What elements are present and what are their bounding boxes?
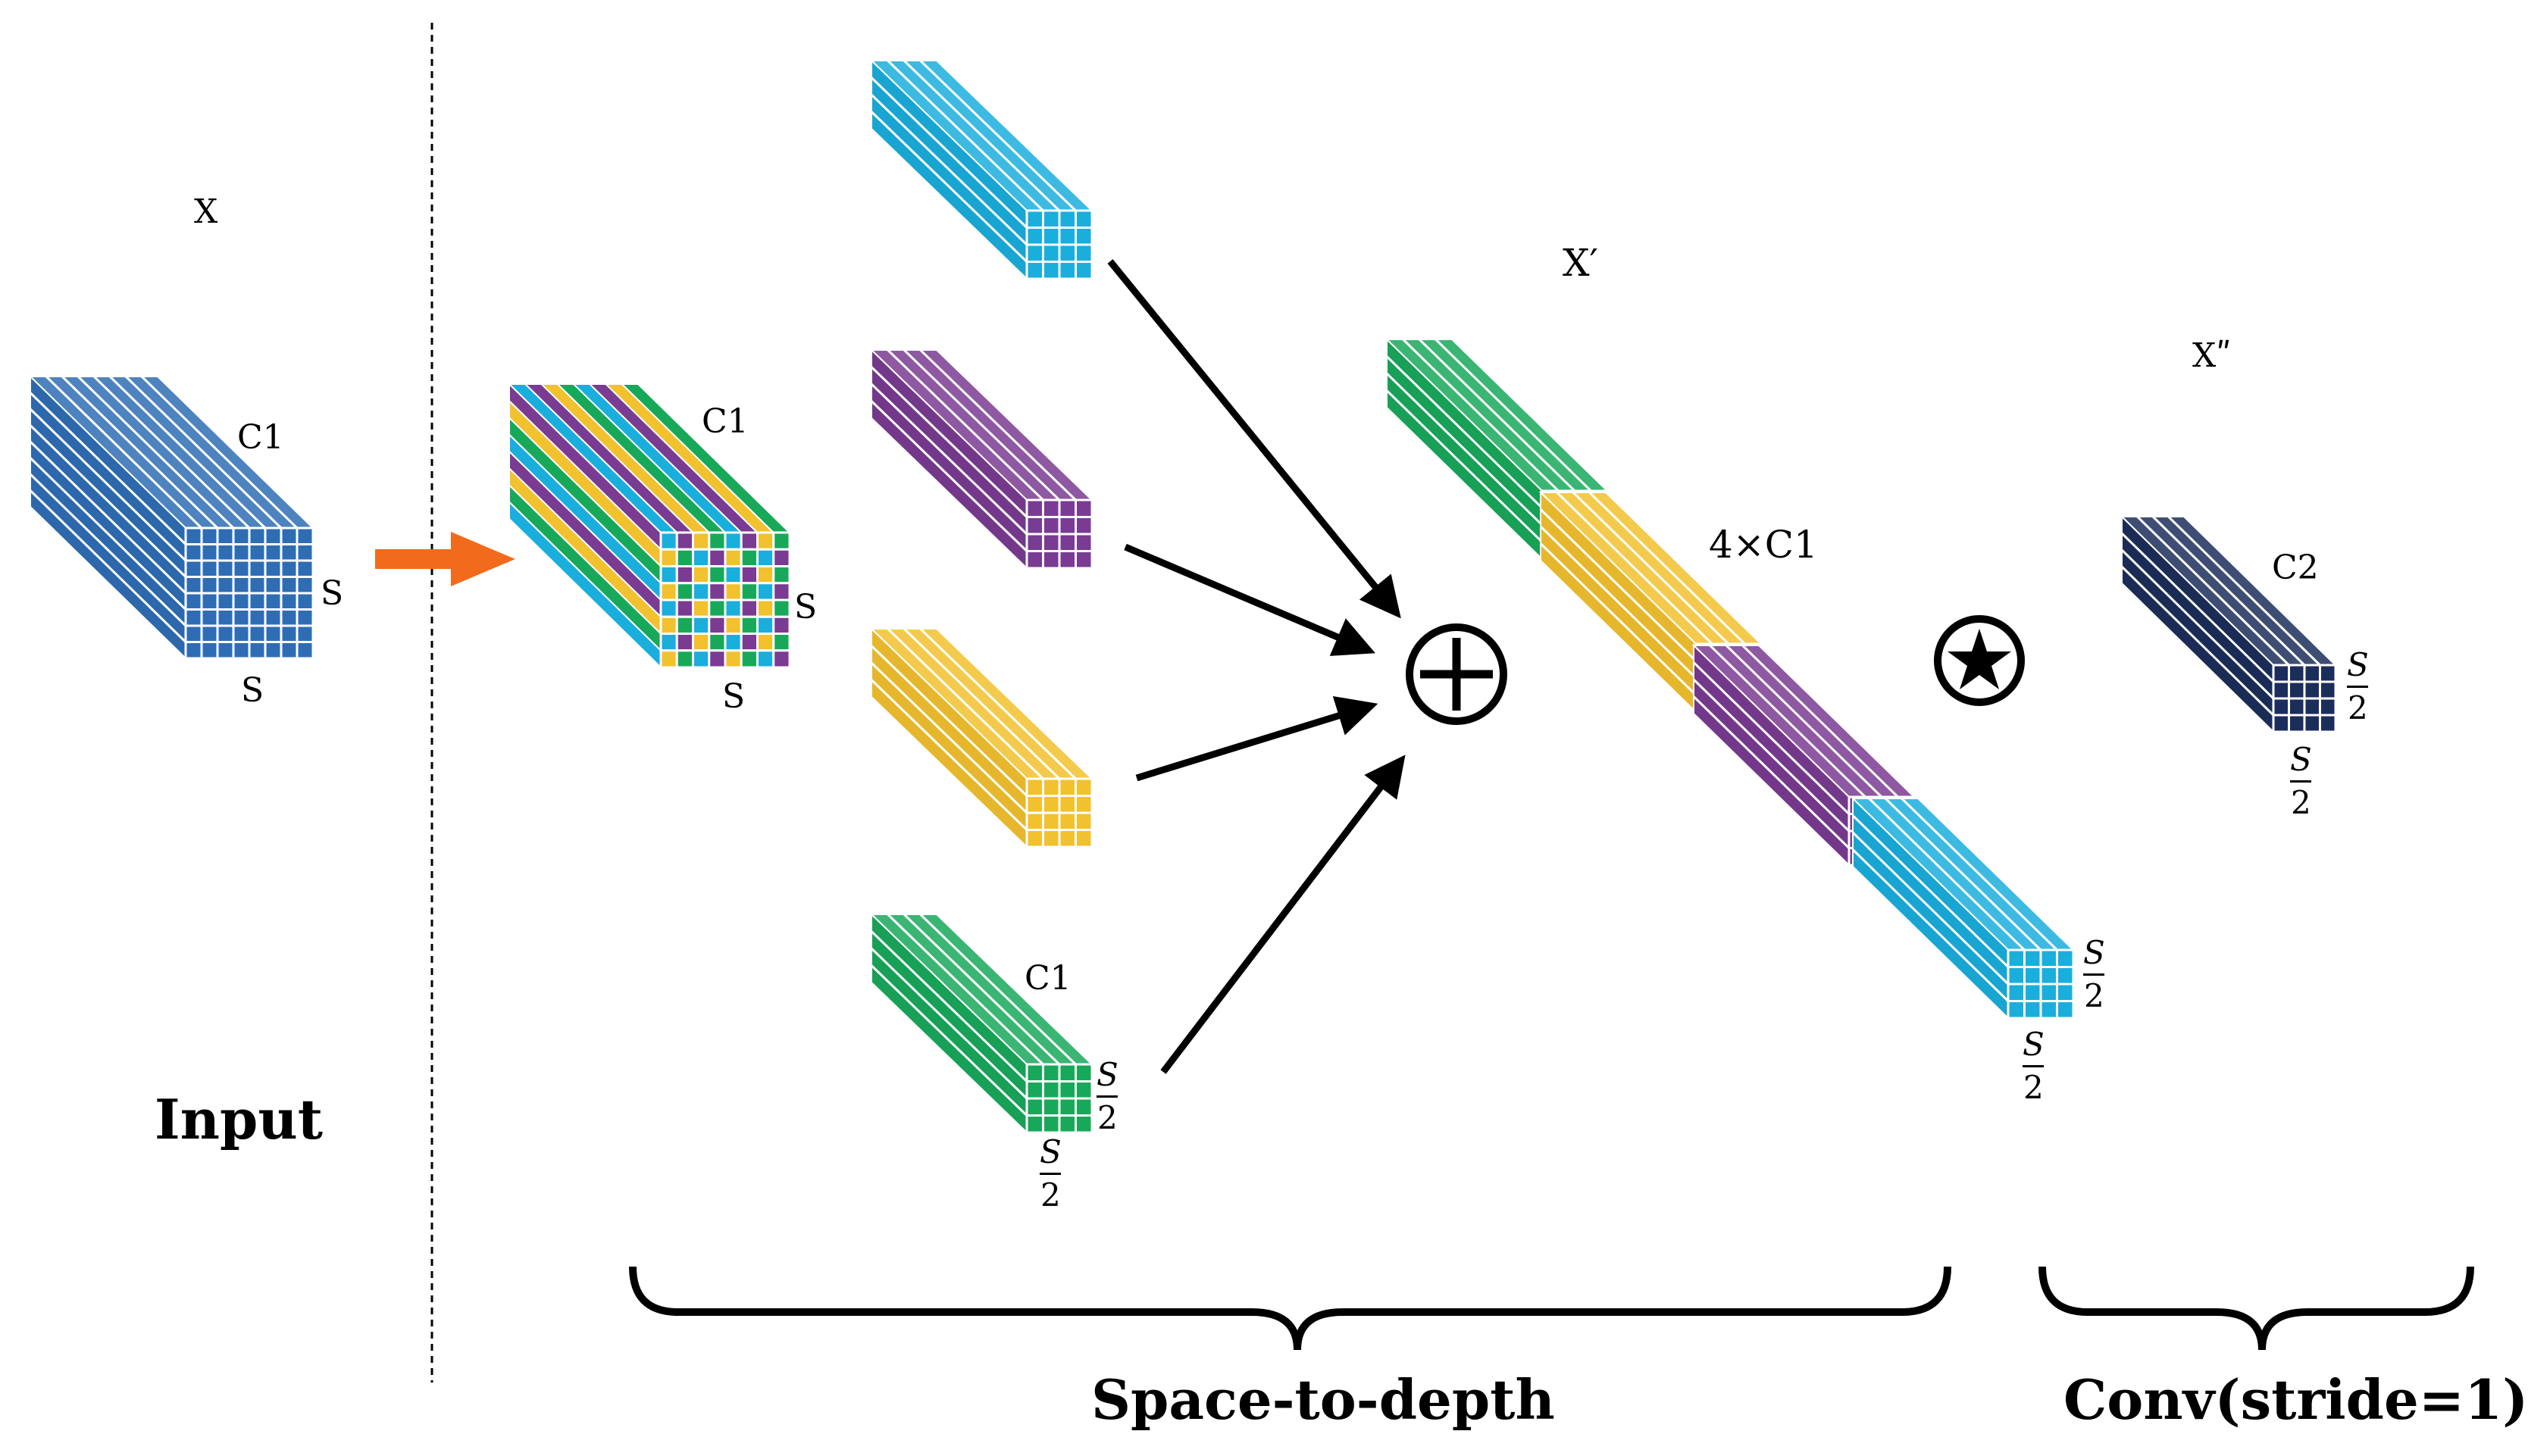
cyan-subtensor xyxy=(869,58,1094,281)
x-double-prime-label: Xʺ xyxy=(2192,336,2232,375)
mosaic-cuboid xyxy=(507,382,792,670)
arrow-yellow-to-concat xyxy=(1135,695,1378,782)
x-prime-label: X′ xyxy=(1563,241,1598,285)
input-s-bottom-label: S xyxy=(241,671,264,710)
yellow-subtensor xyxy=(869,626,1094,849)
output-cuboid xyxy=(2120,514,2338,734)
brace-conv xyxy=(2038,1266,2474,1351)
arrow-green-to-concat xyxy=(1160,755,1406,1074)
input-s-side-label: S xyxy=(321,574,344,613)
space-to-depth-title: Space-to-depth xyxy=(1091,1367,1555,1432)
x-label: X xyxy=(194,192,218,231)
input-title: Input xyxy=(155,1087,323,1151)
orange-arrow xyxy=(375,532,515,586)
concat-block-green xyxy=(1384,337,1610,561)
conv-title: Conv(stride=1) xyxy=(2063,1367,2528,1432)
concat-channels-label: 4×C1 xyxy=(1709,523,1818,567)
conv-c2-label: C2 xyxy=(2272,548,2319,587)
input-c1-label: C1 xyxy=(237,418,284,457)
mosaic-c1-label: C1 xyxy=(702,402,749,441)
purple-subtensor xyxy=(869,348,1094,570)
arrow-cyan-to-concat xyxy=(1107,259,1401,619)
green-subtensor xyxy=(869,912,1094,1135)
mosaic-s-side-label: S xyxy=(794,588,818,626)
input-cuboid xyxy=(28,374,315,661)
arrow-purple-to-concat xyxy=(1124,543,1375,656)
brace-space-to-depth xyxy=(629,1266,1951,1351)
convolution-symbol xyxy=(1934,615,2025,706)
green-c1-label: C1 xyxy=(1025,959,1072,998)
concat-block-cyan xyxy=(1851,796,2076,1020)
mosaic-s-bottom-label: S xyxy=(722,677,746,716)
concat-symbol xyxy=(1406,623,1507,725)
